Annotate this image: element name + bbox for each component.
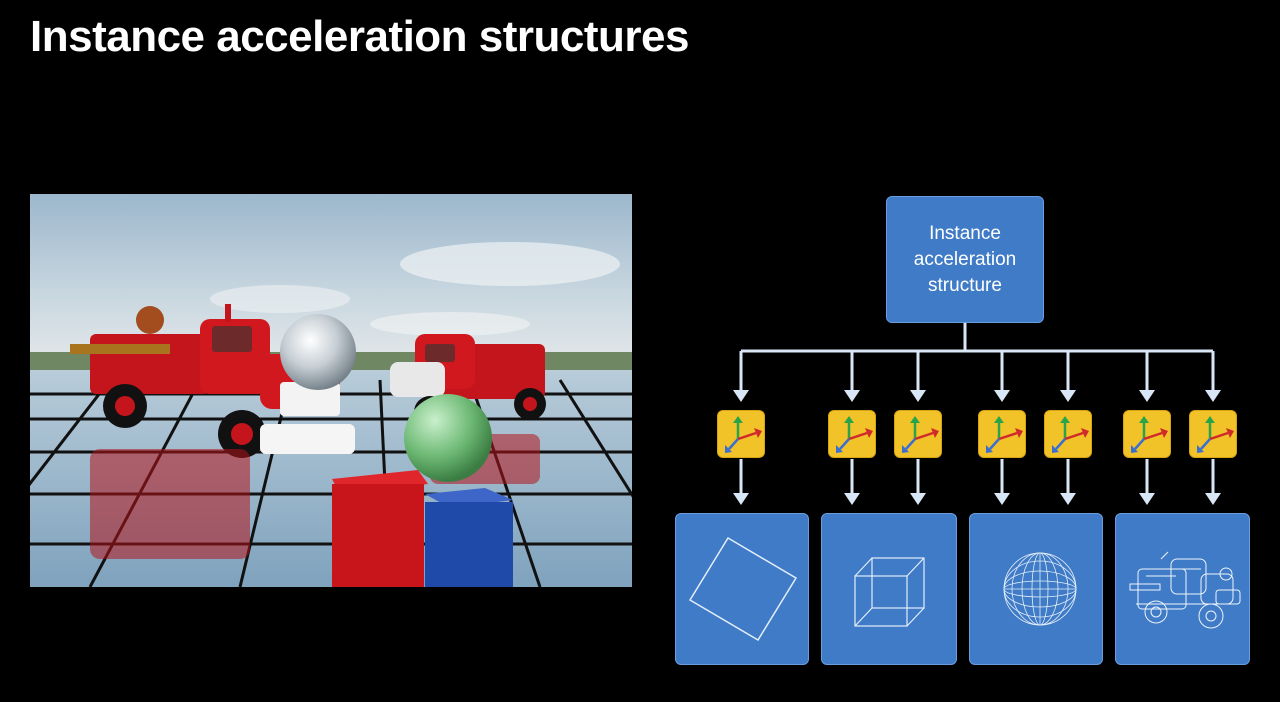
instance-transform-7: [1189, 410, 1237, 458]
transform-axes-icon: [1052, 416, 1089, 453]
fire-truck-wireframe-icon: [1129, 551, 1241, 629]
fire-truck-right: [390, 334, 546, 428]
mirror-sphere: [280, 314, 356, 390]
geometry-box-quad: [675, 513, 809, 665]
geometry-box-fire-truck: [1115, 513, 1250, 665]
transform-axes-icon: [1197, 416, 1234, 453]
transform-axes-icon: [902, 416, 939, 453]
transform-axes-icon: [725, 416, 762, 453]
ray-traced-scene-image: [30, 194, 632, 587]
scene-illustration: [30, 194, 632, 587]
transform-axes-icon: [1131, 416, 1168, 453]
instance-transform-6: [1123, 410, 1171, 458]
blue-cube: [425, 488, 513, 587]
transform-axes-icon: [836, 416, 873, 453]
quad-wireframe-icon: [688, 536, 798, 642]
instance-transform-3: [894, 410, 942, 458]
transform-axes-icon: [986, 416, 1023, 453]
instance-transform-5: [1044, 410, 1092, 458]
green-sphere: [404, 394, 492, 482]
instance-acceleration-structure-box: Instance acceleration structure: [886, 196, 1044, 323]
geometry-box-cube: [821, 513, 957, 665]
instance-transform-2: [828, 410, 876, 458]
instance-transform-1: [717, 410, 765, 458]
root-box-label: Instance acceleration structure: [913, 222, 1017, 296]
instance-transform-4: [978, 410, 1026, 458]
sphere-wireframe-icon: [1003, 552, 1077, 626]
geometry-box-sphere: [969, 513, 1103, 665]
red-cube: [332, 470, 428, 587]
cube-wireframe-icon: [854, 557, 925, 627]
fire-truck-left: [70, 304, 355, 458]
slide-title: Instance acceleration structures: [30, 12, 689, 61]
